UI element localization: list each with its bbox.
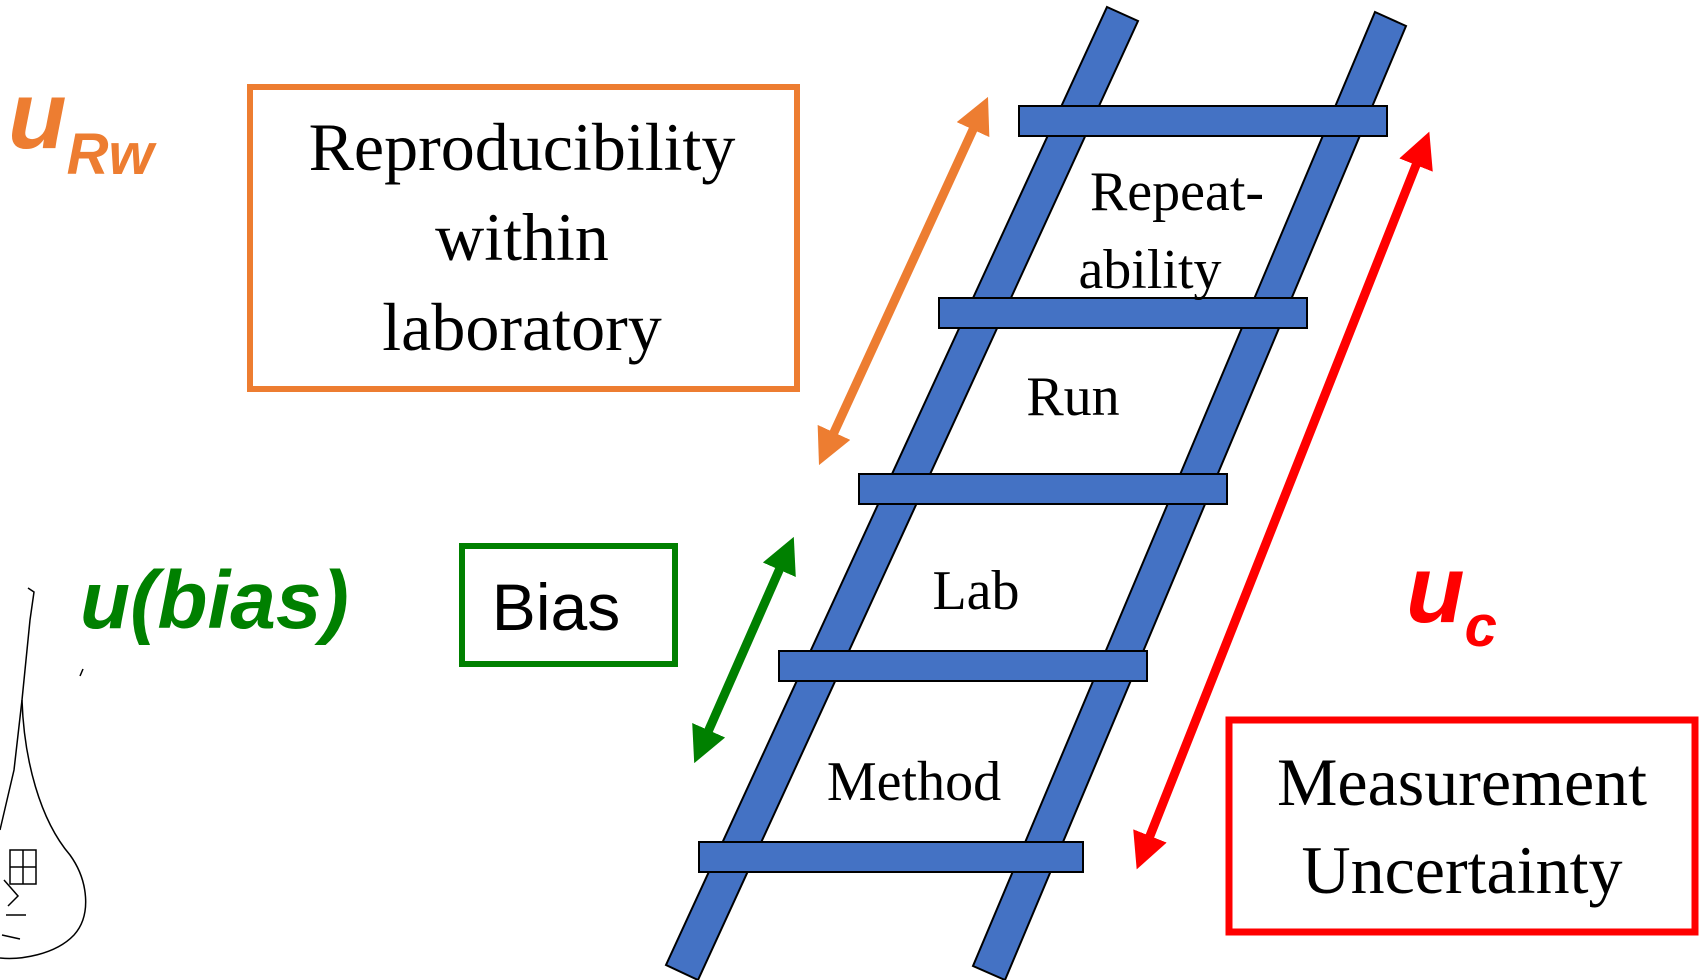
measurement-uncertainty-line2: Uncertainty [1302,832,1623,908]
label-repeatability-line1: Repeat- [1090,161,1264,223]
label-repeatability-line2: ability [1078,239,1221,301]
label-run: Run [1026,366,1119,428]
bias-label: Bias [492,570,620,644]
uncertainty-arrow [1133,131,1433,870]
u-rw-subscript: Rw [67,122,158,187]
ladder-rung-4 [778,650,1148,682]
ladder-rung-5 [698,841,1084,873]
reproducibility-line2: within [435,199,609,275]
u-rw-symbol: uRw [8,62,158,187]
u-c-subscript: c [1465,594,1497,659]
u-c-symbol: uc [1406,536,1497,659]
ladder [664,5,1408,980]
reproducibility-arrow [817,96,990,466]
u-bias-symbol: u(bias) [80,555,349,646]
reproducibility-box [247,84,800,392]
u-rw-main: u [8,62,67,169]
u-c-main: u [1406,536,1465,643]
bias-arrow [692,536,796,764]
measurement-uncertainty-line1: Measurement [1277,744,1647,820]
ladder-rung-3 [858,473,1228,505]
label-method: Method [827,751,1001,813]
erlenmeyer-flask-icon [0,587,87,960]
label-lab: Lab [932,560,1019,622]
measurement-uncertainty-box [1225,716,1699,936]
bias-box [459,543,678,667]
reproducibility-line1: Reproducibility [309,109,736,185]
ladder-rung-2 [938,297,1308,329]
ladder-rung-1 [1018,105,1388,137]
reproducibility-line3: laboratory [382,289,661,365]
